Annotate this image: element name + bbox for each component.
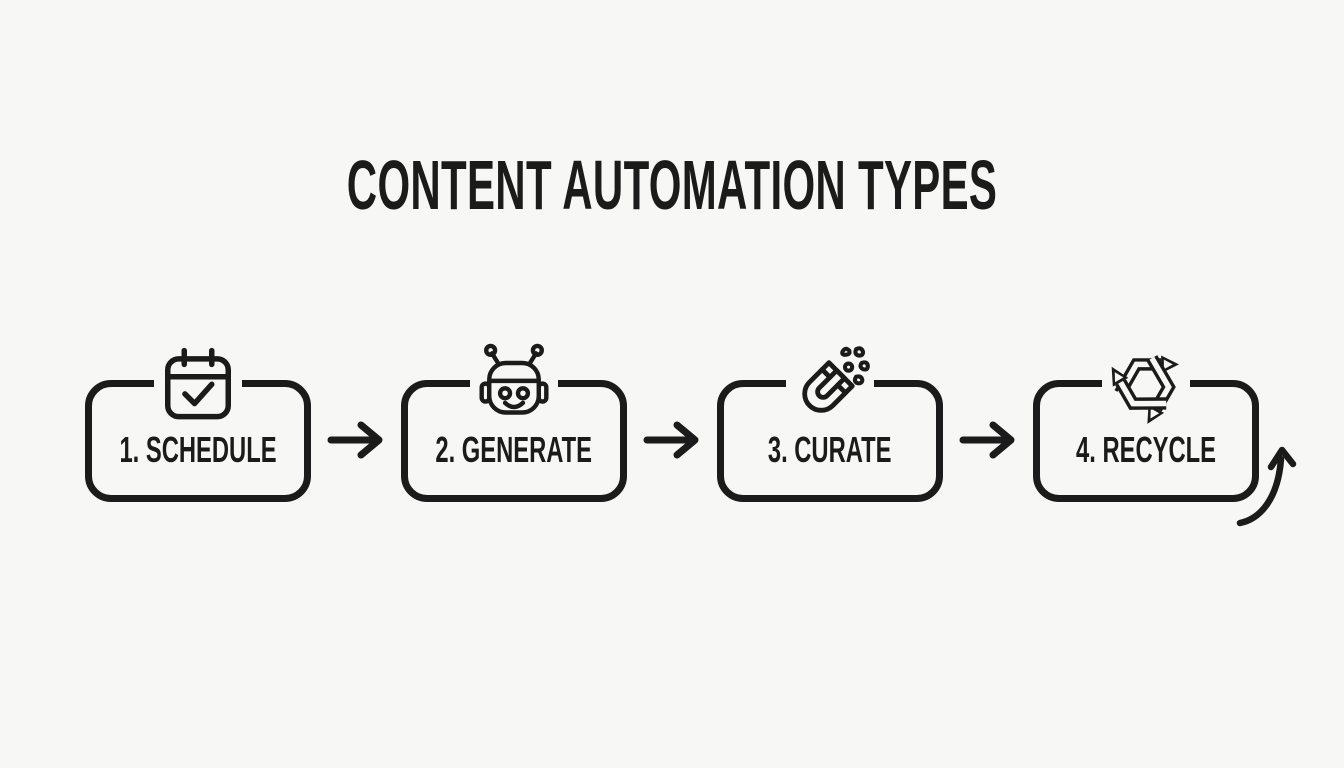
magnet-icon xyxy=(786,341,874,429)
arrow-right-icon xyxy=(943,380,1033,502)
step-label: 1. SCHEDULE xyxy=(119,429,277,470)
step-schedule: 1. SCHEDULE xyxy=(85,341,311,502)
calendar-check-icon xyxy=(154,341,242,429)
robot-icon xyxy=(470,341,558,429)
recycle-icon xyxy=(1102,341,1190,429)
step-generate: 2. GENERATE xyxy=(401,341,627,502)
page-title: CONTENT AUTOMATION TYPES xyxy=(0,150,1344,220)
page-title-text: CONTENT AUTOMATION TYPES xyxy=(346,146,998,224)
automation-flow: 1. SCHEDULE xyxy=(0,341,1344,502)
step-recycle: 4. RECYCLE xyxy=(1033,341,1259,502)
step-curate: 3. CURATE xyxy=(717,341,943,502)
step-label: 3. CURATE xyxy=(768,429,892,470)
step-label: 4. RECYCLE xyxy=(1076,429,1216,470)
arrow-right-icon xyxy=(311,380,401,502)
step-label: 2. GENERATE xyxy=(435,429,593,470)
curved-loop-arrow-icon xyxy=(1232,437,1302,532)
arrow-right-icon xyxy=(627,380,717,502)
